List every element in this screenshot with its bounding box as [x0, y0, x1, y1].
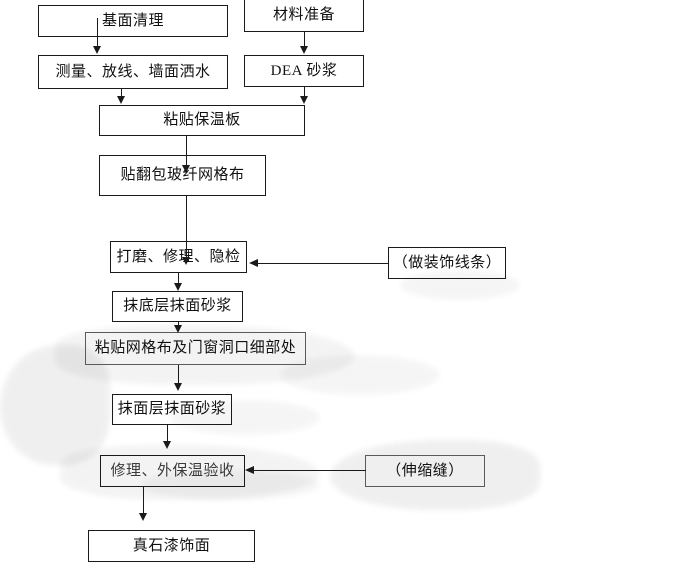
edge-expansion-joint-to-acceptance — [254, 470, 366, 471]
node-label: 打磨、修理、隐检 — [116, 248, 241, 265]
node-label: 真石漆饰面 — [132, 537, 211, 554]
node-material-preparation[interactable]: 材料准备 — [244, 0, 364, 32]
edge-arrowhead — [300, 96, 308, 104]
edge-arrowhead — [139, 513, 147, 521]
node-wrap-fiberglass-mesh[interactable]: 贴翻包玻纤网格布 — [99, 155, 266, 196]
edge-arrowhead — [300, 46, 308, 54]
edge-survey-to-paste-board — [121, 89, 122, 97]
node-base-cleaning[interactable]: 基面清理 — [38, 5, 228, 37]
node-label: 粘贴网格布及门窗洞口细部处 — [94, 340, 297, 357]
edge-grind-to-base-coat — [178, 273, 179, 285]
node-grind-repair-inspection[interactable]: 打磨、修理、隐检 — [110, 241, 247, 273]
edge-acceptance-to-stone-paint — [143, 487, 144, 515]
edge-paste-board-to-wrap-mesh — [186, 136, 187, 166]
node-label: 贴翻包玻纤网格布 — [120, 167, 245, 184]
edge-wrap-mesh-to-grind — [186, 196, 187, 259]
node-repair-insulation-acceptance[interactable]: 修理、外保温验收 — [100, 455, 245, 487]
node-label: 抹底层抹面砂浆 — [123, 298, 232, 315]
node-label: 修理、外保温验收 — [110, 462, 235, 479]
edge-arrowhead — [117, 96, 125, 104]
edge-arrowhead — [163, 441, 171, 449]
edge-arrowhead — [245, 466, 254, 474]
edge-arrowhead — [182, 165, 190, 173]
node-base-coat-mortar[interactable]: 抹底层抹面砂浆 — [112, 291, 243, 322]
node-label: 测量、放线、墙面洒水 — [55, 63, 211, 80]
node-label: 材料准备 — [272, 6, 335, 23]
edge-dea-mortar-to-paste-board — [304, 87, 305, 97]
node-decorative-lines[interactable]: （做装饰线条） — [388, 247, 506, 279]
node-expansion-joint[interactable]: （伸缩缝） — [365, 455, 485, 487]
node-label: 基面清理 — [101, 12, 164, 29]
edge-arrowhead — [93, 46, 101, 54]
edge-arrowhead — [174, 325, 182, 333]
edge-mesh-detail-to-finish-coat — [178, 365, 179, 387]
node-label: DEA 砂浆 — [270, 62, 338, 79]
node-paste-insulation-board[interactable]: 粘贴保温板 — [99, 105, 305, 136]
edge-arrowhead — [182, 257, 190, 265]
node-label: （伸缩缝） — [386, 462, 464, 479]
edge-arrowhead — [174, 283, 182, 291]
node-dea-mortar[interactable]: DEA 砂浆 — [244, 55, 364, 87]
node-stone-paint-finish[interactable]: 真石漆饰面 — [88, 530, 255, 562]
edge-arrowhead — [174, 383, 182, 391]
edge-decorative-to-grind — [258, 263, 389, 264]
node-label: （做装饰线条） — [392, 254, 502, 271]
edge-base-cleaning-to-survey — [97, 18, 98, 47]
edge-finish-coat-to-acceptance — [167, 425, 168, 445]
edge-arrowhead — [249, 259, 258, 267]
node-mesh-and-openings-detail[interactable]: 粘贴网格布及门窗洞口细部处 — [85, 332, 306, 365]
node-finish-coat-mortar[interactable]: 抹面层抹面砂浆 — [112, 394, 232, 425]
node-label: 粘贴保温板 — [163, 112, 241, 129]
node-label: 抹面层抹面砂浆 — [117, 401, 227, 418]
edge-material-to-dea-mortar — [304, 32, 305, 47]
node-survey-layout-wetting[interactable]: 测量、放线、墙面洒水 — [38, 55, 228, 89]
